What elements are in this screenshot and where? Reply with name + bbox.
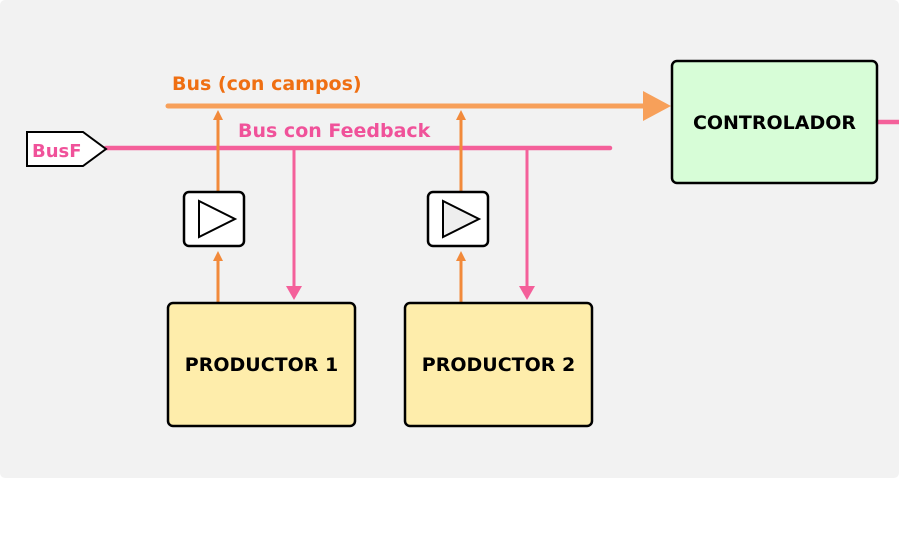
producer-1-block[interactable]: PRODUCTOR 1 xyxy=(166,301,357,428)
producer-1-label: PRODUCTOR 1 xyxy=(185,354,338,376)
buffer-2[interactable] xyxy=(426,190,490,248)
p2-feedback-arrowhead xyxy=(519,286,535,300)
bus-label: Bus (con campos) xyxy=(172,73,362,95)
buffer-1[interactable] xyxy=(182,190,246,248)
busf-port[interactable]: BusF xyxy=(26,131,108,167)
feedback-bus-label: Bus con Feedback xyxy=(238,120,431,142)
bus-arrowhead xyxy=(643,91,671,121)
producer-2-block[interactable]: PRODUCTOR 2 xyxy=(403,301,594,428)
producer-2-label: PRODUCTOR 2 xyxy=(422,354,575,376)
p1-feedback-arrowhead xyxy=(286,286,302,300)
triangle-buffer-icon xyxy=(198,199,238,239)
port-pentagon-icon xyxy=(26,131,108,167)
controller-block[interactable]: CONTROLADOR xyxy=(670,59,879,185)
busf-port-label: BusF xyxy=(32,141,82,162)
controller-label: CONTROLADOR xyxy=(693,112,856,134)
triangle-buffer-icon xyxy=(442,199,482,239)
